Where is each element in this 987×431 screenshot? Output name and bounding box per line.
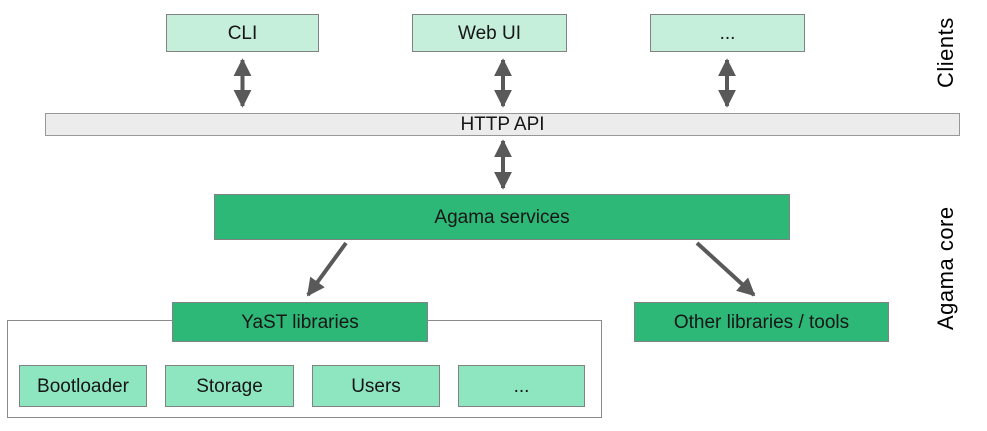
module-box-bootloader: Bootloader <box>19 365 147 407</box>
client-box-cli: CLI <box>166 14 319 52</box>
module-box-more: ... <box>458 365 585 407</box>
module-box-users: Users <box>312 365 440 407</box>
http-api-bar: HTTP API <box>45 113 960 136</box>
client-box-more: ... <box>650 14 805 52</box>
yast-libraries-box: YaST libraries <box>172 302 428 342</box>
other-libraries-box: Other libraries / tools <box>634 302 889 342</box>
section-label-clients: Clients <box>933 17 958 89</box>
client-box-webui: Web UI <box>412 14 567 52</box>
section-label-agama-core: Agama core <box>933 206 958 330</box>
arrow-services-yast <box>306 241 348 297</box>
module-box-storage: Storage <box>165 365 294 407</box>
agama-services-box: Agama services <box>214 194 790 240</box>
arrow-services-other <box>695 241 756 297</box>
